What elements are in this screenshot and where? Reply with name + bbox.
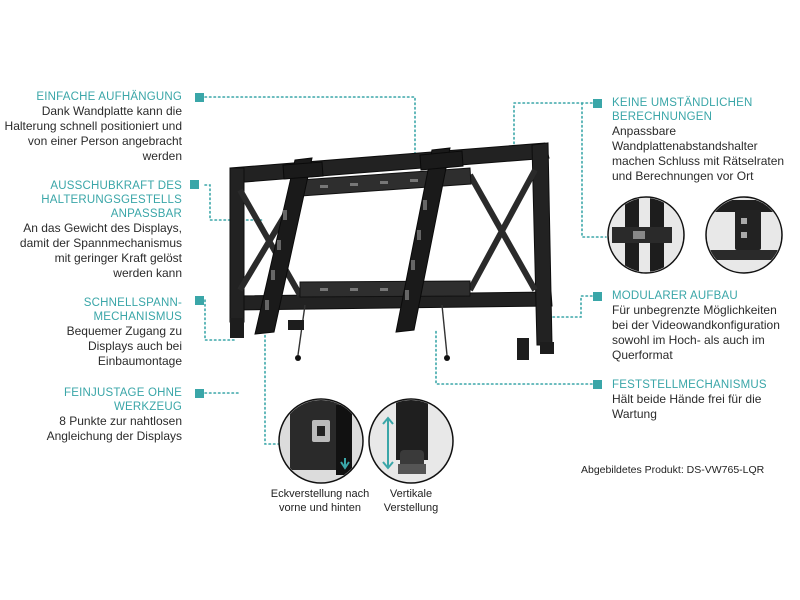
feature-heading: Keine umständlichen Berechnungen [612, 97, 753, 123]
feature-text: Bequemer Zugang zu Displays auch bei Ein… [66, 324, 182, 368]
feature-modular-design: Modularer Aufbau Für unbegrenzte Möglich… [612, 289, 794, 363]
callout-marker [593, 292, 602, 301]
product-credit: Abgebildetes Produkt: DS-VW765-LQR [581, 464, 765, 476]
detail-spacer-rail [607, 196, 685, 274]
feature-text: Dank Wandplatte kann die Halterung schne… [4, 104, 182, 163]
caption-vertical-adjustment: Vertikale Verstellung [383, 488, 439, 514]
feature-fine-adjustment: Feinjustage ohne Werkzeug 8 Punkte zur n… [7, 386, 182, 444]
detail-module-connector [705, 196, 783, 274]
feature-text: Anpassbare Wandplattenabstandshalter mac… [612, 124, 785, 183]
feature-text: Hält beide Hände frei für die Wartung [612, 392, 762, 421]
callout-marker [190, 180, 199, 189]
callout-marker [195, 296, 204, 305]
feature-heading: Feststellmechanismus [612, 379, 767, 391]
feature-text: An das Gewicht des Displays, damit der S… [19, 221, 182, 280]
feature-no-calculations: Keine umständlichen Berechnungen Anpassb… [612, 96, 787, 184]
callout-marker [195, 93, 204, 102]
feature-heading: Ausschubkraft des Halterungsgestells anp… [41, 180, 182, 220]
feature-heading: Modularer Aufbau [612, 290, 738, 302]
wall-mount [229, 142, 554, 361]
detail-vertical-adjustment [368, 398, 454, 484]
feature-heading: Schnellspann-mechanismus [83, 297, 182, 323]
leader-lines [204, 96, 607, 445]
feature-easy-mounting: Einfache Aufhängung Dank Wandplatte kann… [2, 90, 182, 164]
feature-heading: Feinjustage ohne Werkzeug [64, 387, 182, 413]
feature-quick-release: Schnellspann-mechanismus Bequemer Zugang… [32, 296, 182, 369]
feature-text: Für unbegrenzte Möglichkeiten bei der Vi… [612, 303, 780, 362]
callout-marker [195, 389, 204, 398]
caption-corner-adjustment: Eckverstellung nach vorne und hinten [270, 488, 370, 514]
detail-corner-adjustment [278, 398, 364, 484]
callout-marker [593, 380, 602, 389]
feature-heading: Einfache Aufhängung [36, 91, 182, 103]
callout-marker [593, 99, 602, 108]
feature-push-force: Ausschubkraft des Halterungsgestells anp… [12, 179, 182, 281]
feature-locking-mechanism: Feststellmechanismus Hält beide Hände fr… [612, 378, 792, 422]
feature-text: 8 Punkte zur nahtlosen Angleichung der D… [46, 414, 182, 443]
